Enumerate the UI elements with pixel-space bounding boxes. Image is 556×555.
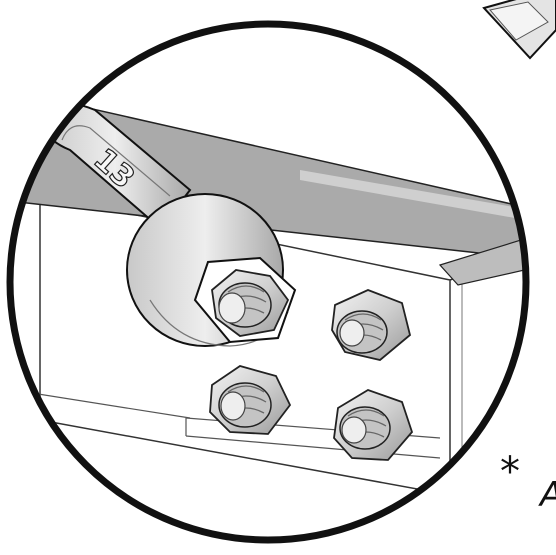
bolt-top-right xyxy=(331,289,412,361)
detail-circle-frame xyxy=(6,20,530,544)
outside-rail-fragment xyxy=(482,0,556,60)
bolt-top-left xyxy=(211,269,290,337)
angled-crossbar xyxy=(10,87,526,286)
footnote-cut-letter: A xyxy=(540,478,556,512)
bolt-bottom-right xyxy=(333,389,414,461)
footnote-asterisk: * xyxy=(500,449,520,495)
bolt-bottom-left xyxy=(209,365,292,435)
